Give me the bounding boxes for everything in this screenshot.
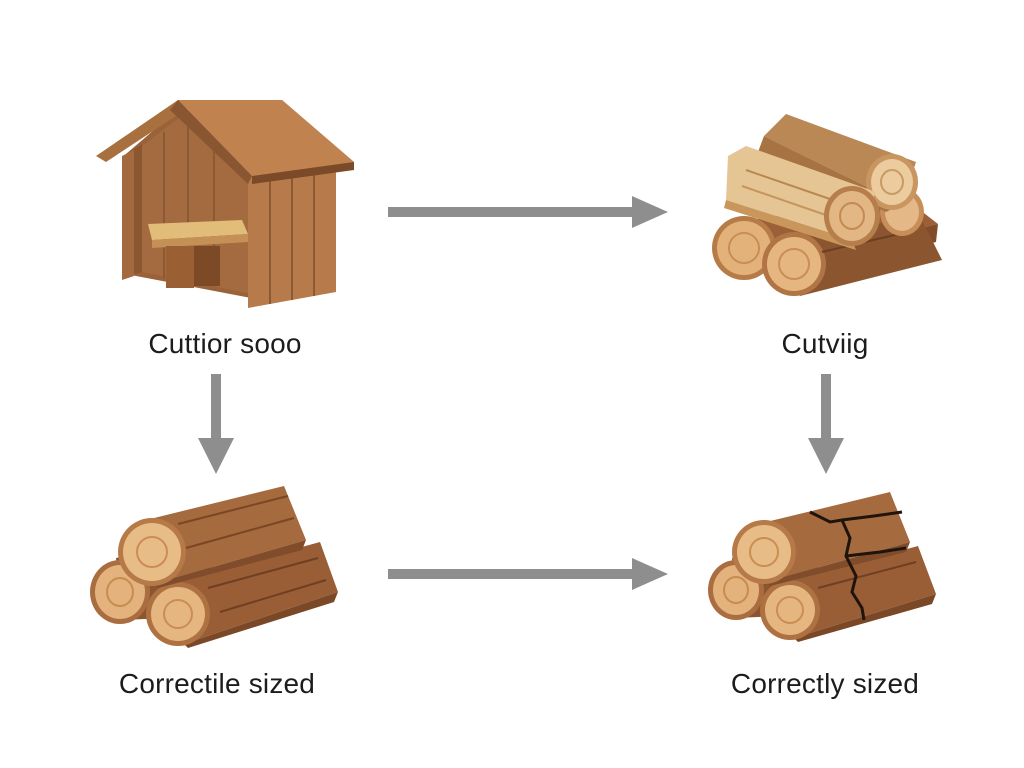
edge-shed-to-logs-left	[198, 374, 234, 474]
node-label-logs-right: Correctly sized	[730, 668, 920, 699]
split-log-pile-icon	[708, 492, 936, 642]
edge-logs-left-to-logs-right	[388, 558, 668, 590]
edge-cutting-to-logs-right	[808, 374, 844, 474]
light-log-pile-icon	[712, 114, 942, 296]
node-label-cutting: Cutviig	[781, 328, 869, 359]
wooden-shed-icon	[96, 100, 354, 308]
node-label-shed: Cuttior sooo	[148, 328, 302, 359]
edge-shed-to-cutting	[388, 196, 668, 228]
node-label-logs-left: Correctile sized	[118, 668, 316, 699]
log-pile-icon	[90, 486, 338, 648]
